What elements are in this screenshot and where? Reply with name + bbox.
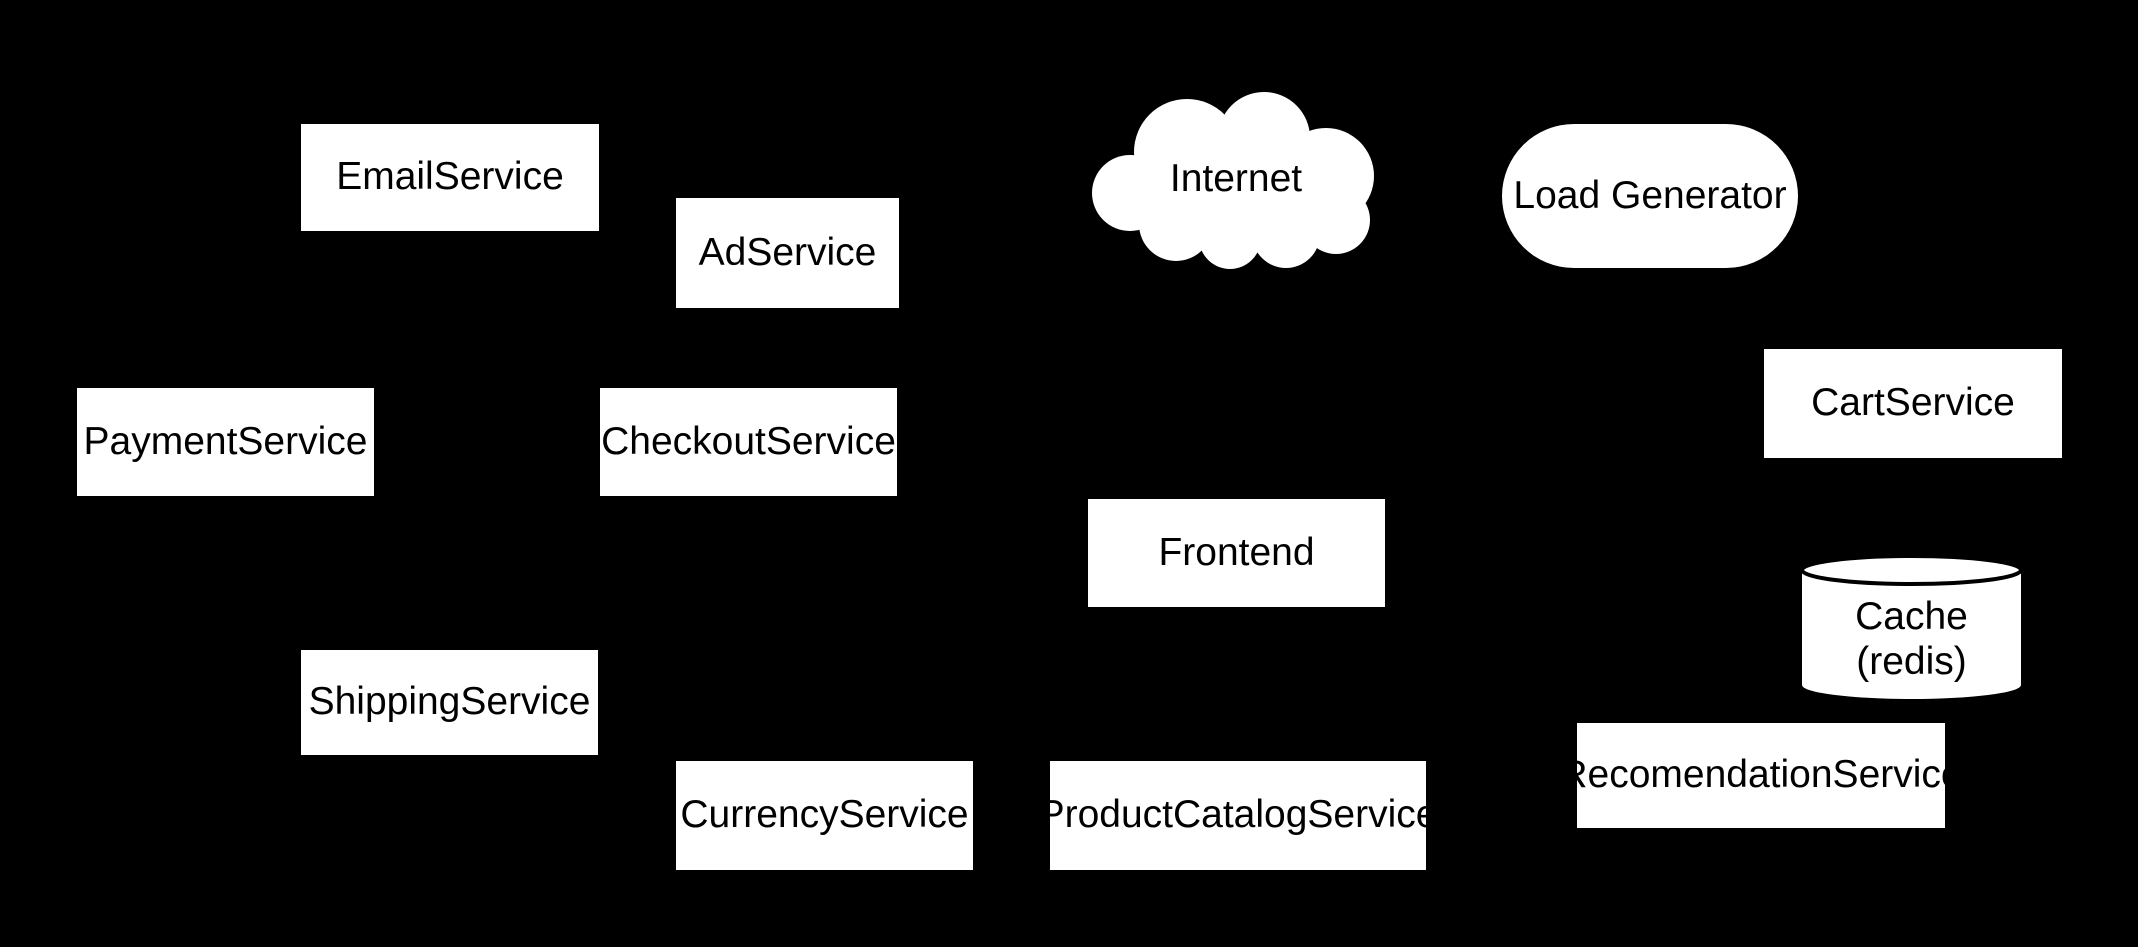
node-shipping-service: ShippingService xyxy=(301,650,598,755)
node-checkout-service: CheckoutService xyxy=(600,388,897,496)
node-cart-service: CartService xyxy=(1764,349,2062,458)
node-payment-service: PaymentService xyxy=(77,388,374,496)
node-label: RecomendationService xyxy=(1559,753,1963,797)
node-label: CurrencyService xyxy=(680,793,969,837)
database-cylinder-icon xyxy=(1800,554,2023,699)
node-internet: Internet xyxy=(1090,88,1382,270)
node-product-catalog-service: ProductCatalogService xyxy=(1039,761,1437,870)
node-label: CheckoutService xyxy=(601,419,896,463)
node-label: CartService xyxy=(1811,381,2015,425)
node-label: Cache (redis) xyxy=(1855,572,1968,684)
node-label: ShippingService xyxy=(308,680,591,724)
node-label: AdService xyxy=(698,230,877,274)
node-frontend: Frontend xyxy=(1088,499,1385,607)
cache-label-line2: (redis) xyxy=(1856,639,1967,683)
cache-label-line1: Cache xyxy=(1855,594,1968,638)
node-cache-redis: Cache (redis) xyxy=(1800,554,2023,701)
node-label: Load Generator xyxy=(1513,173,1787,217)
node-email-service: EmailService xyxy=(301,124,599,231)
node-label: PaymentService xyxy=(83,419,368,463)
node-label: ProductCatalogService xyxy=(1038,793,1438,837)
node-label: Frontend xyxy=(1158,530,1315,574)
node-recomendation-service: RecomendationService xyxy=(1559,723,1963,828)
node-label: Internet xyxy=(1169,156,1303,200)
node-label: EmailService xyxy=(336,155,564,199)
node-load-generator: Load Generator xyxy=(1502,124,1798,268)
node-ad-service: AdService xyxy=(676,198,899,308)
cloud-icon xyxy=(1092,92,1374,269)
node-currency-service: CurrencyService xyxy=(676,761,973,870)
